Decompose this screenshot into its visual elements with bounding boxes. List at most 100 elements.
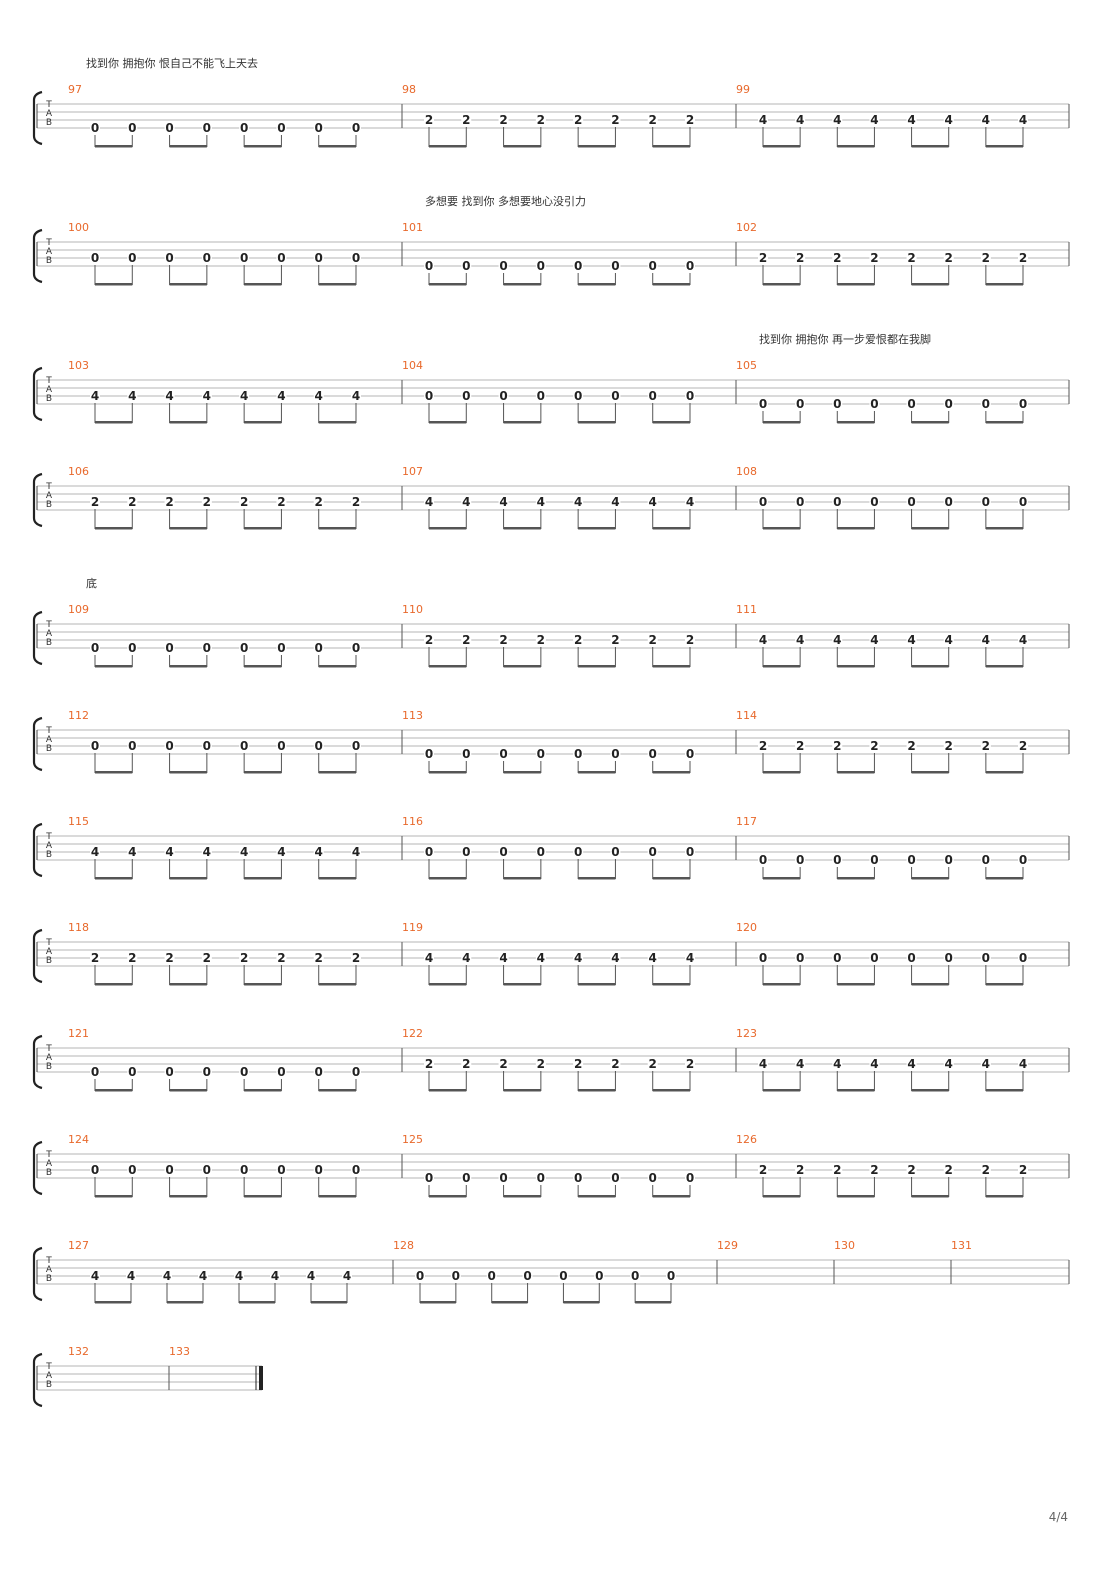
beam: [503, 527, 541, 530]
fret-number: 4: [235, 1269, 243, 1283]
lyric-line: 多想要 找到你 多想要地心没引力: [425, 194, 586, 208]
note-mask: [795, 952, 806, 964]
beam: [244, 527, 282, 530]
beam: [911, 665, 949, 668]
note-mask: [498, 1172, 509, 1184]
measure-number: 121: [68, 1027, 89, 1040]
note-mask: [1018, 1058, 1028, 1070]
fret-number: 0: [686, 259, 694, 273]
note-mask: [685, 952, 695, 964]
beam: [763, 283, 801, 286]
note-mask: [201, 846, 212, 858]
tab-clef-letter: T: [45, 482, 52, 492]
fret-number: 0: [91, 1065, 99, 1079]
note-mask: [943, 114, 954, 126]
fret-number: 4: [611, 951, 619, 965]
beam: [95, 145, 133, 148]
tab-clef-letter: T: [45, 100, 52, 110]
note-mask: [201, 740, 212, 752]
note-mask: [164, 496, 175, 508]
beam: [578, 145, 616, 148]
fret-number: 4: [127, 1269, 135, 1283]
fret-number: 0: [796, 495, 804, 509]
tab-clef-letter: T: [45, 726, 52, 736]
fret-number: 2: [425, 113, 433, 127]
fret-number: 2: [91, 495, 99, 509]
note-mask: [832, 398, 843, 410]
beam: [985, 283, 1023, 286]
note-mask: [164, 1164, 175, 1176]
fret-number: 0: [559, 1269, 567, 1283]
system-bracket: [32, 1034, 43, 1090]
note-mask: [832, 634, 843, 646]
measure-number: 123: [736, 1027, 757, 1040]
fret-number: 0: [203, 251, 211, 265]
note-mask: [758, 854, 768, 866]
tab-clef-letter: A: [46, 109, 53, 119]
note-mask: [201, 1164, 212, 1176]
beam: [652, 1089, 690, 1092]
fret-number: 0: [907, 951, 915, 965]
beam: [429, 1195, 467, 1198]
fret-number: 0: [277, 121, 285, 135]
note-mask: [685, 114, 695, 126]
note-mask: [127, 846, 138, 858]
fret-number: 0: [277, 739, 285, 753]
note-mask: [164, 252, 175, 264]
note-mask: [980, 634, 991, 646]
note-mask: [943, 854, 954, 866]
fret-number: 0: [870, 397, 878, 411]
note-mask: [424, 1172, 434, 1184]
note-mask: [610, 260, 621, 272]
measure-number: 106: [68, 465, 89, 478]
fret-number: 0: [574, 1171, 582, 1185]
tab-clef-letter: B: [46, 118, 52, 128]
note-mask: [164, 952, 175, 964]
fret-number: 0: [277, 251, 285, 265]
fret-number: 2: [315, 495, 323, 509]
fret-number: 2: [611, 633, 619, 647]
fret-number: 0: [649, 845, 657, 859]
note-mask: [461, 634, 472, 646]
fret-number: 0: [574, 389, 582, 403]
beam: [578, 1195, 616, 1198]
note-mask: [869, 854, 880, 866]
fret-number: 0: [277, 641, 285, 655]
fret-number: 2: [759, 251, 767, 265]
note-mask: [535, 952, 546, 964]
fret-number: 0: [165, 251, 173, 265]
tab-clef-letter: B: [46, 1062, 52, 1072]
beam: [318, 145, 356, 148]
beam: [244, 665, 282, 668]
fret-number: 0: [165, 121, 173, 135]
beam: [244, 1089, 282, 1092]
fret-number: 0: [499, 845, 507, 859]
fret-number: 2: [277, 495, 285, 509]
fret-number: 0: [352, 251, 360, 265]
fret-number: 2: [315, 951, 323, 965]
fret-number: 0: [1019, 397, 1027, 411]
tab-clef-letter: A: [46, 947, 53, 957]
note-mask: [424, 634, 434, 646]
fret-number: 0: [352, 1065, 360, 1079]
fret-number: 4: [307, 1269, 315, 1283]
note-mask: [90, 496, 100, 508]
beam: [837, 421, 875, 424]
note-mask: [610, 390, 621, 402]
note-mask: [943, 634, 954, 646]
fret-number: 4: [165, 845, 173, 859]
fret-number: 4: [315, 389, 323, 403]
beam: [763, 145, 801, 148]
note-mask: [90, 642, 100, 654]
tab-clef-letter: B: [46, 850, 52, 860]
system-bracket: [32, 90, 43, 146]
beam: [491, 1301, 528, 1304]
tab-clef-letter: T: [45, 376, 52, 386]
note-mask: [832, 854, 843, 866]
beam: [429, 145, 467, 148]
note-mask: [313, 122, 324, 134]
fret-number: 0: [315, 251, 323, 265]
beam: [837, 771, 875, 774]
note-mask: [869, 398, 880, 410]
